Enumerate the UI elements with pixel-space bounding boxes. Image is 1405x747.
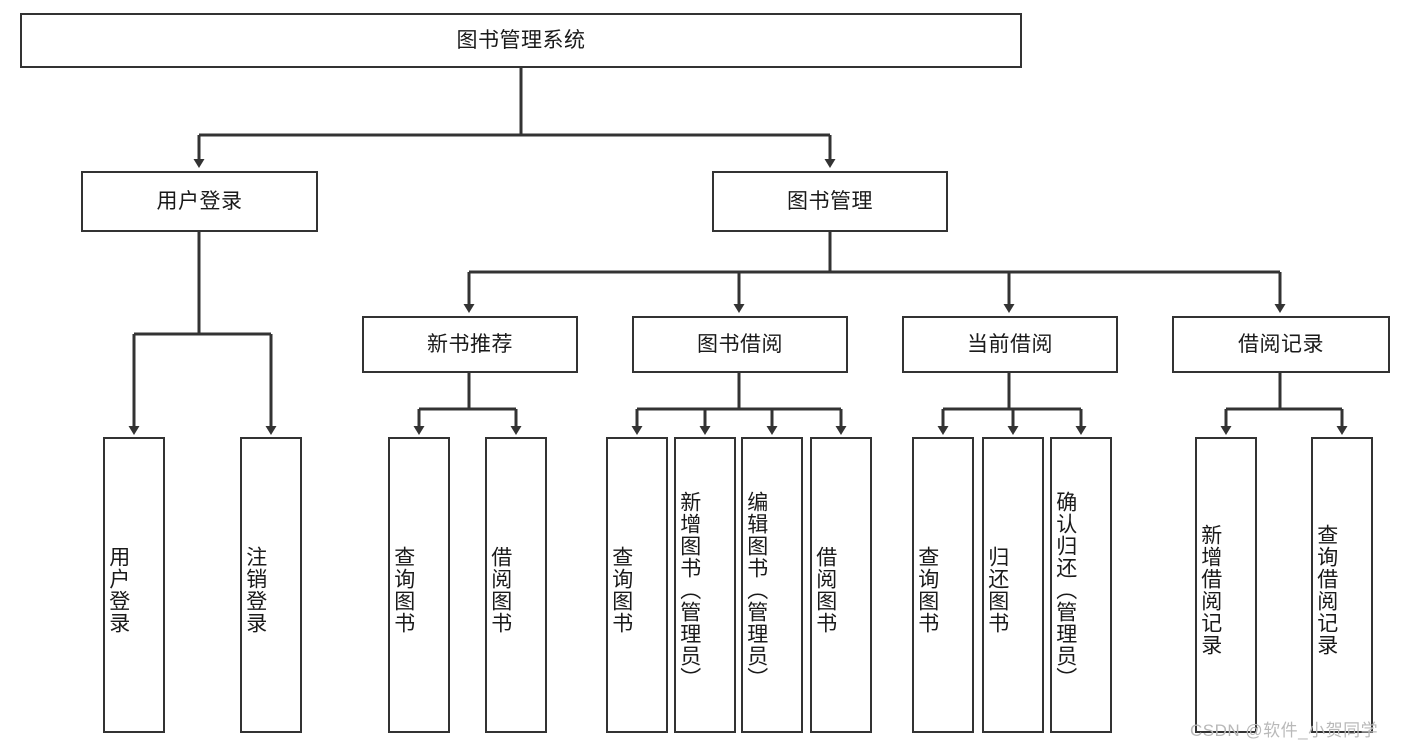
- node-leaf-cb-return[interactable]: 归还图书: [982, 437, 1044, 733]
- node-leaf-bb-query[interactable]: 查询图书: [606, 437, 668, 733]
- node-borrow-record[interactable]: 借阅记录: [1172, 316, 1390, 373]
- node-leaf-user-login[interactable]: 用户登录: [103, 437, 165, 733]
- node-user-login-label: 用户登录: [156, 189, 243, 213]
- node-new-book-rec-label: 新书推荐: [427, 332, 513, 356]
- node-leaf-bb-query-label: 查询图书: [609, 546, 633, 634]
- node-leaf-cb-return-label: 归还图书: [985, 546, 1009, 634]
- node-current-borrow[interactable]: 当前借阅: [902, 316, 1118, 373]
- node-leaf-bb-edit[interactable]: 编辑图书（管理员）: [741, 437, 803, 733]
- csdn-watermark: CSDN @软件_小贺同学: [1190, 721, 1379, 740]
- node-leaf-logout[interactable]: 注销登录: [240, 437, 302, 733]
- node-leaf-br-add[interactable]: 新增借阅记录: [1195, 437, 1257, 733]
- node-leaf-bb-edit-label: 编辑图书（管理员）: [744, 491, 768, 689]
- node-leaf-logout-label: 注销登录: [243, 546, 267, 634]
- node-leaf-bb-add-label: 新增图书（管理员）: [677, 491, 701, 689]
- node-leaf-rec-borrow-label: 借阅图书: [488, 546, 512, 634]
- node-new-book-rec[interactable]: 新书推荐: [362, 316, 578, 373]
- node-book-borrow-label: 图书借阅: [697, 332, 783, 356]
- node-leaf-cb-confirm-label: 确认归还（管理员）: [1053, 491, 1077, 689]
- node-book-borrow[interactable]: 图书借阅: [632, 316, 848, 373]
- node-leaf-bb-borrow-label: 借阅图书: [813, 546, 837, 634]
- node-book-manage-label: 图书管理: [787, 189, 873, 213]
- node-leaf-rec-query-label: 查询图书: [391, 546, 415, 634]
- node-leaf-rec-query[interactable]: 查询图书: [388, 437, 450, 733]
- node-user-login[interactable]: 用户登录: [81, 171, 318, 232]
- node-leaf-bb-borrow[interactable]: 借阅图书: [810, 437, 872, 733]
- node-leaf-cb-query[interactable]: 查询图书: [912, 437, 974, 733]
- node-current-borrow-label: 当前借阅: [967, 332, 1053, 356]
- node-root[interactable]: 图书管理系统: [20, 13, 1022, 68]
- node-leaf-user-login-label: 用户登录: [106, 546, 130, 634]
- node-root-label: 图书管理系统: [456, 28, 586, 52]
- node-leaf-cb-confirm[interactable]: 确认归还（管理员）: [1050, 437, 1112, 733]
- node-book-manage[interactable]: 图书管理: [712, 171, 948, 232]
- node-leaf-br-add-label: 新增借阅记录: [1198, 524, 1222, 656]
- node-leaf-br-query[interactable]: 查询借阅记录: [1311, 437, 1373, 733]
- node-leaf-rec-borrow[interactable]: 借阅图书: [485, 437, 547, 733]
- node-leaf-bb-add[interactable]: 新增图书（管理员）: [674, 437, 736, 733]
- node-borrow-record-label: 借阅记录: [1238, 332, 1324, 356]
- node-leaf-br-query-label: 查询借阅记录: [1314, 524, 1338, 656]
- node-leaf-cb-query-label: 查询图书: [915, 546, 939, 634]
